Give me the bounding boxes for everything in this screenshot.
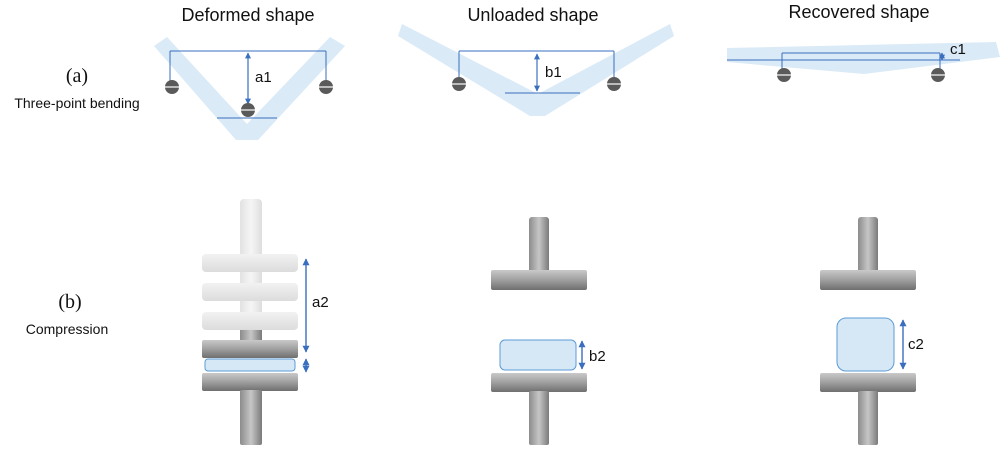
top-platen bbox=[820, 270, 916, 290]
header-recovered-shape: Recovered shape bbox=[788, 2, 929, 22]
label-c1: c1 bbox=[950, 41, 966, 58]
row-label-compression: Compression bbox=[26, 321, 108, 337]
ghost-plate-1 bbox=[202, 254, 298, 272]
panel-label-b: (b) bbox=[58, 291, 81, 313]
specimen-recovered bbox=[836, 317, 895, 372]
specimen-unloaded bbox=[499, 339, 577, 371]
header-unloaded-shape: Unloaded shape bbox=[467, 5, 598, 25]
compression-recovered: c2 bbox=[820, 217, 924, 445]
support-right bbox=[319, 80, 333, 94]
label-a2: a2 bbox=[312, 294, 329, 311]
top-rod bbox=[240, 330, 262, 342]
specimen-deformed-vbeam bbox=[154, 37, 345, 140]
header-deformed-shape: Deformed shape bbox=[181, 5, 314, 25]
ghost-plate-2 bbox=[202, 283, 298, 301]
support-left bbox=[777, 68, 791, 82]
bottom-platen bbox=[820, 373, 916, 392]
bottom-platen bbox=[202, 373, 298, 391]
top-rod bbox=[858, 217, 878, 273]
specimen-unloaded-beam bbox=[398, 24, 674, 116]
bending-unloaded: b1 bbox=[398, 24, 674, 116]
top-platen bbox=[491, 270, 587, 290]
compression-deformed: a2 bbox=[202, 199, 329, 445]
bottom-rod bbox=[858, 391, 878, 445]
bottom-platen bbox=[491, 373, 587, 392]
specimen-compressed bbox=[204, 358, 296, 372]
support-left bbox=[165, 80, 179, 94]
specimen-recovered-beam bbox=[727, 42, 1000, 74]
label-c2: c2 bbox=[908, 336, 924, 353]
bottom-rod bbox=[529, 391, 549, 445]
support-right bbox=[931, 68, 945, 82]
row-label-three-point-bending: Three-point bending bbox=[14, 95, 139, 111]
compression-unloaded: b2 bbox=[491, 217, 606, 445]
label-b1: b1 bbox=[545, 64, 562, 81]
support-right bbox=[607, 77, 621, 91]
top-rod bbox=[529, 217, 549, 273]
support-left bbox=[452, 77, 466, 91]
top-platen bbox=[202, 340, 298, 358]
label-b2: b2 bbox=[589, 348, 606, 365]
bending-deformed: a1 bbox=[154, 37, 345, 140]
panel-label-a: (a) bbox=[66, 65, 88, 87]
label-a1: a1 bbox=[255, 69, 272, 86]
bottom-rod bbox=[240, 390, 262, 445]
bending-recovered: c1 bbox=[727, 41, 1000, 82]
ghost-plate-3 bbox=[202, 312, 298, 330]
loading-nose bbox=[241, 103, 255, 117]
